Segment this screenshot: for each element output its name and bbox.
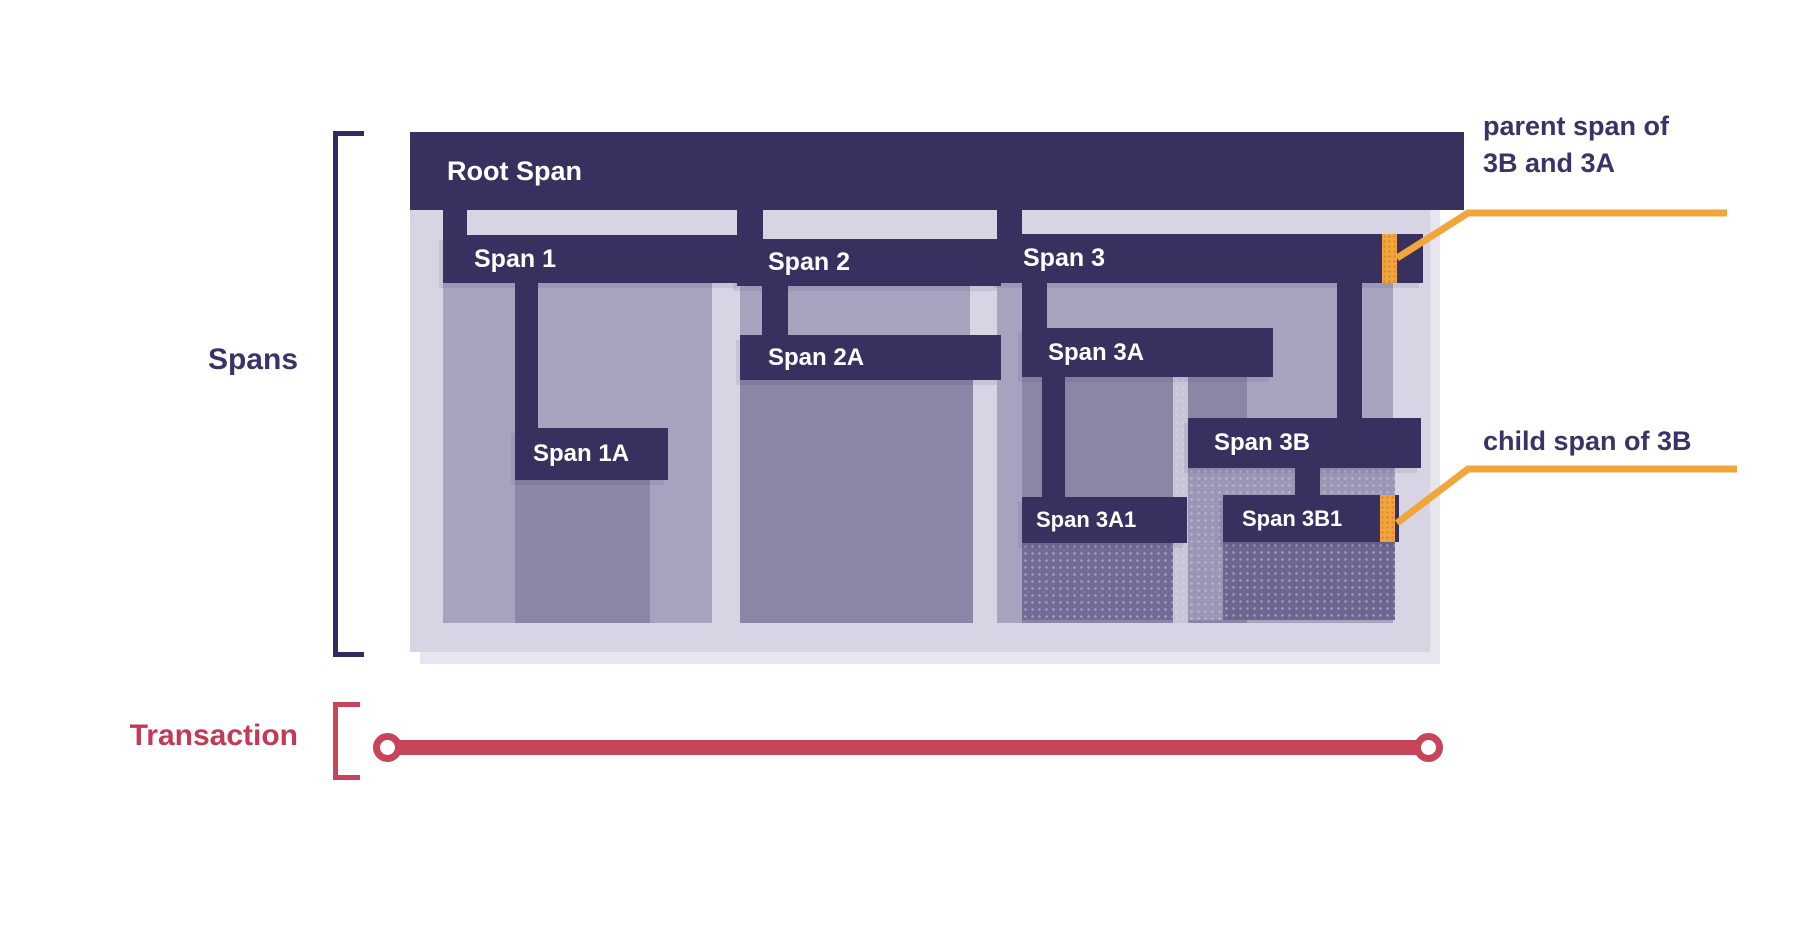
connector-span3-span3a	[1022, 283, 1047, 333]
connector-span3-span3b	[1337, 283, 1362, 423]
span-3b1-bar: Span 3B1	[1223, 495, 1399, 542]
connector-span1-span1a	[515, 283, 538, 433]
parent-span-annotation-line2: 3B and 3A	[1483, 148, 1616, 178]
span-1a-bar: Span 1A	[515, 428, 668, 480]
span-3b1-label: Span 3B1	[1242, 505, 1343, 531]
span-3a-bar: Span 3A	[1022, 328, 1273, 377]
span-1-bar: Span 1	[443, 235, 743, 283]
transaction-label: Transaction	[129, 719, 298, 752]
span-2a-bar: Span 2A	[740, 335, 1001, 380]
connector-span3a-span3a1	[1042, 377, 1065, 502]
child-callout-line	[1394, 465, 1737, 526]
span-2a-body	[740, 380, 973, 623]
span-2-label: Span 2	[768, 248, 850, 276]
span-2a-label: Span 2A	[768, 343, 865, 371]
span-1a-body	[515, 480, 650, 623]
span-3a1-bar: Span 3A1	[1022, 497, 1187, 543]
transaction-end-dot	[1414, 733, 1443, 762]
span-3b1-body	[1223, 542, 1395, 620]
spans-bracket	[333, 131, 364, 657]
child-span-annotation: child span of 3B	[1483, 426, 1692, 456]
spans-label: Spans	[207, 343, 298, 376]
span-1-label: Span 1	[474, 244, 556, 273]
transaction-start-dot	[373, 733, 402, 762]
span-3a1-label: Span 3A1	[1036, 507, 1137, 532]
span-3b1-highlight-tip	[1380, 495, 1395, 542]
parent-callout-line	[1395, 209, 1727, 261]
connector-span2-span2a	[762, 285, 788, 340]
transaction-bracket	[333, 702, 360, 780]
parent-span-annotation-line1: parent span of	[1483, 111, 1670, 141]
span-3-highlight-tip	[1382, 234, 1397, 283]
span-3a-label: Span 3A	[1048, 338, 1145, 366]
span-2-bar: Span 2	[737, 239, 1001, 286]
root-span-bar: Root Span	[410, 132, 1464, 210]
span-3a1-body	[1022, 543, 1173, 620]
span-1a-label: Span 1A	[533, 440, 630, 467]
span-3-bar: Span 3	[997, 234, 1423, 283]
transaction-line	[392, 740, 1424, 755]
span-3-label: Span 3	[1023, 244, 1105, 272]
parent-span-annotation: parent span of 3B and 3A	[1483, 108, 1669, 182]
span-3b-bar: Span 3B	[1188, 418, 1421, 468]
connector-span3b-span3b1	[1295, 468, 1320, 500]
span-3b-label: Span 3B	[1214, 429, 1311, 456]
root-span-label: Root Span	[447, 155, 582, 186]
